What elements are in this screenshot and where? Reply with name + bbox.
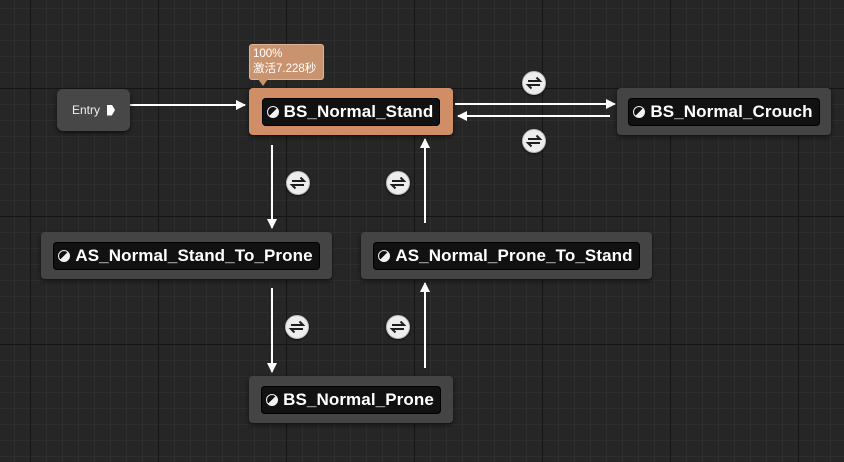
entry-label: Entry <box>71 103 100 117</box>
state-node-as-normal-prone-to-stand[interactable]: AS_Normal_Prone_To_Stand <box>361 232 652 279</box>
transition-rule-icon[interactable] <box>286 171 310 195</box>
state-node-title: BS_Normal_Stand <box>261 97 441 126</box>
state-node-icon <box>378 249 391 262</box>
debug-active-time: 激活7.228秒 <box>253 63 317 75</box>
state-name: AS_Normal_Stand_To_Prone <box>75 245 313 265</box>
active-state-debug-badge: 100% 激活7.228秒 <box>249 44 324 86</box>
entry-node[interactable]: Entry <box>57 89 130 131</box>
state-name: BS_Normal_Prone <box>283 389 434 409</box>
state-name: BS_Normal_Crouch <box>650 101 813 121</box>
state-node-title: AS_Normal_Stand_To_Prone <box>53 241 320 270</box>
state-name: BS_Normal_Stand <box>283 101 434 121</box>
debug-weight: 100% <box>253 48 283 60</box>
transition-rule-icon[interactable] <box>522 129 546 153</box>
state-node-bs-normal-crouch[interactable]: BS_Normal_Crouch <box>617 88 831 135</box>
state-node-title: AS_Normal_Prone_To_Stand <box>373 241 640 270</box>
state-node-bs-normal-stand[interactable]: BS_Normal_Stand <box>249 88 453 135</box>
transition-rule-icon[interactable] <box>386 171 410 195</box>
state-node-icon <box>266 393 279 406</box>
state-node-icon <box>633 105 646 118</box>
state-node-title: BS_Normal_Crouch <box>628 97 820 126</box>
exec-pin-icon[interactable] <box>107 104 115 116</box>
state-node-title: BS_Normal_Prone <box>261 385 441 414</box>
transition-rule-icon[interactable] <box>285 315 309 339</box>
transition-rule-icon[interactable] <box>386 315 410 339</box>
state-node-icon <box>266 105 279 118</box>
state-node-bs-normal-prone[interactable]: BS_Normal_Prone <box>249 376 453 423</box>
state-node-icon <box>58 249 71 262</box>
state-name: AS_Normal_Prone_To_Stand <box>395 245 633 265</box>
transition-rule-icon[interactable] <box>522 71 546 95</box>
state-node-as-normal-stand-to-prone[interactable]: AS_Normal_Stand_To_Prone <box>41 232 332 279</box>
